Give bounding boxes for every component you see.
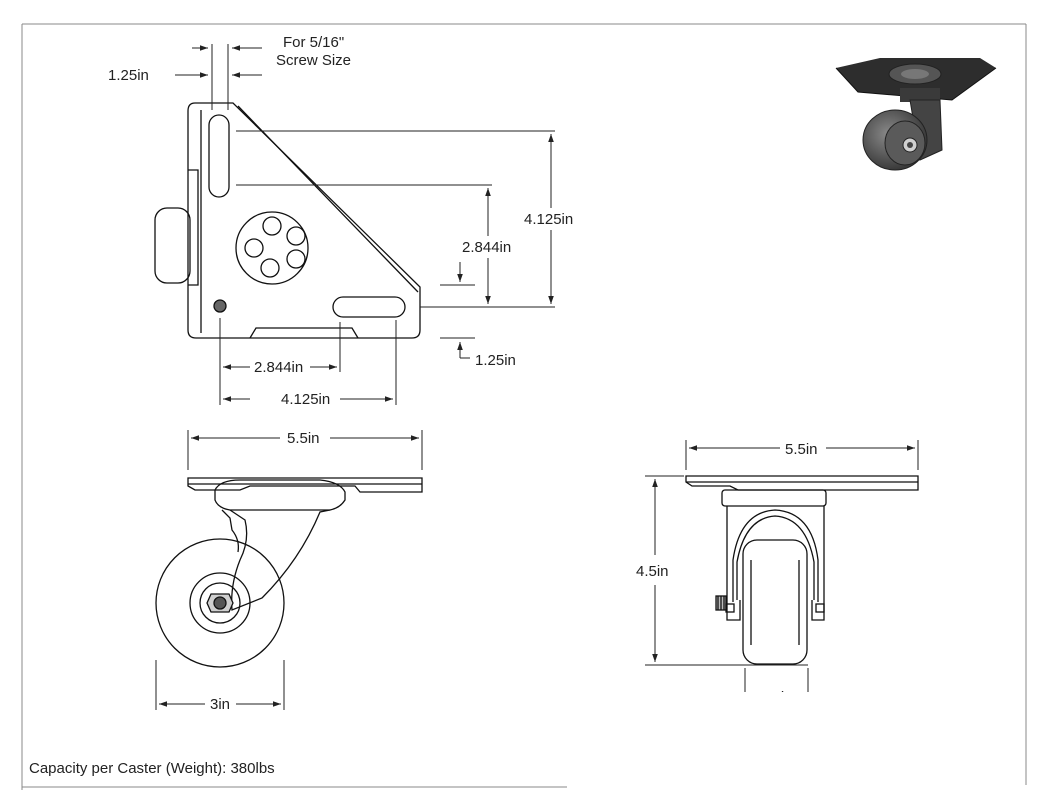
- front-view-caster: [685, 475, 919, 665]
- dim-overall-height: 4.5in: [636, 563, 669, 580]
- wheel-width-clip: 1.5in: [760, 689, 793, 706]
- screw-note-line2: Screw Size: [276, 52, 351, 69]
- dim-side-plate-width: 5.5in: [287, 430, 320, 447]
- screw-note-line1: For 5/16": [283, 34, 344, 51]
- front-view-dimension-labels: 5.5in 4.5in 1.5in: [636, 441, 818, 706]
- caster-3d-render: [835, 58, 997, 171]
- dim-height-outer: 4.125in: [524, 211, 573, 228]
- dim-slot-offset: 1.25in: [108, 67, 149, 84]
- sheet-border: [21, 23, 1027, 790]
- side-view-dimensions: [155, 430, 423, 710]
- dim-front-plate-width: 5.5in: [785, 441, 818, 458]
- top-view-plate: [154, 102, 421, 339]
- capacity-caption: Capacity per Caster (Weight): 380lbs: [29, 760, 275, 777]
- dim-wheel-width: 1.5in: [760, 689, 793, 706]
- side-view-dimension-labels: 5.5in 3in: [210, 430, 320, 713]
- dim-width-inner: 2.844in: [254, 359, 303, 376]
- dim-width-outer: 4.125in: [281, 391, 330, 408]
- top-view-dimension-labels: 1.25in For 5/16" Screw Size 4.125in 2.84…: [108, 34, 573, 408]
- dim-bottom-offset: 1.25in: [475, 352, 516, 369]
- dim-wheel-diameter: 3in: [210, 696, 230, 713]
- top-view-dimensions: [175, 44, 555, 405]
- side-view-caster: [155, 477, 423, 668]
- front-view-dimensions: [645, 440, 919, 695]
- dim-height-inner: 2.844in: [462, 239, 511, 256]
